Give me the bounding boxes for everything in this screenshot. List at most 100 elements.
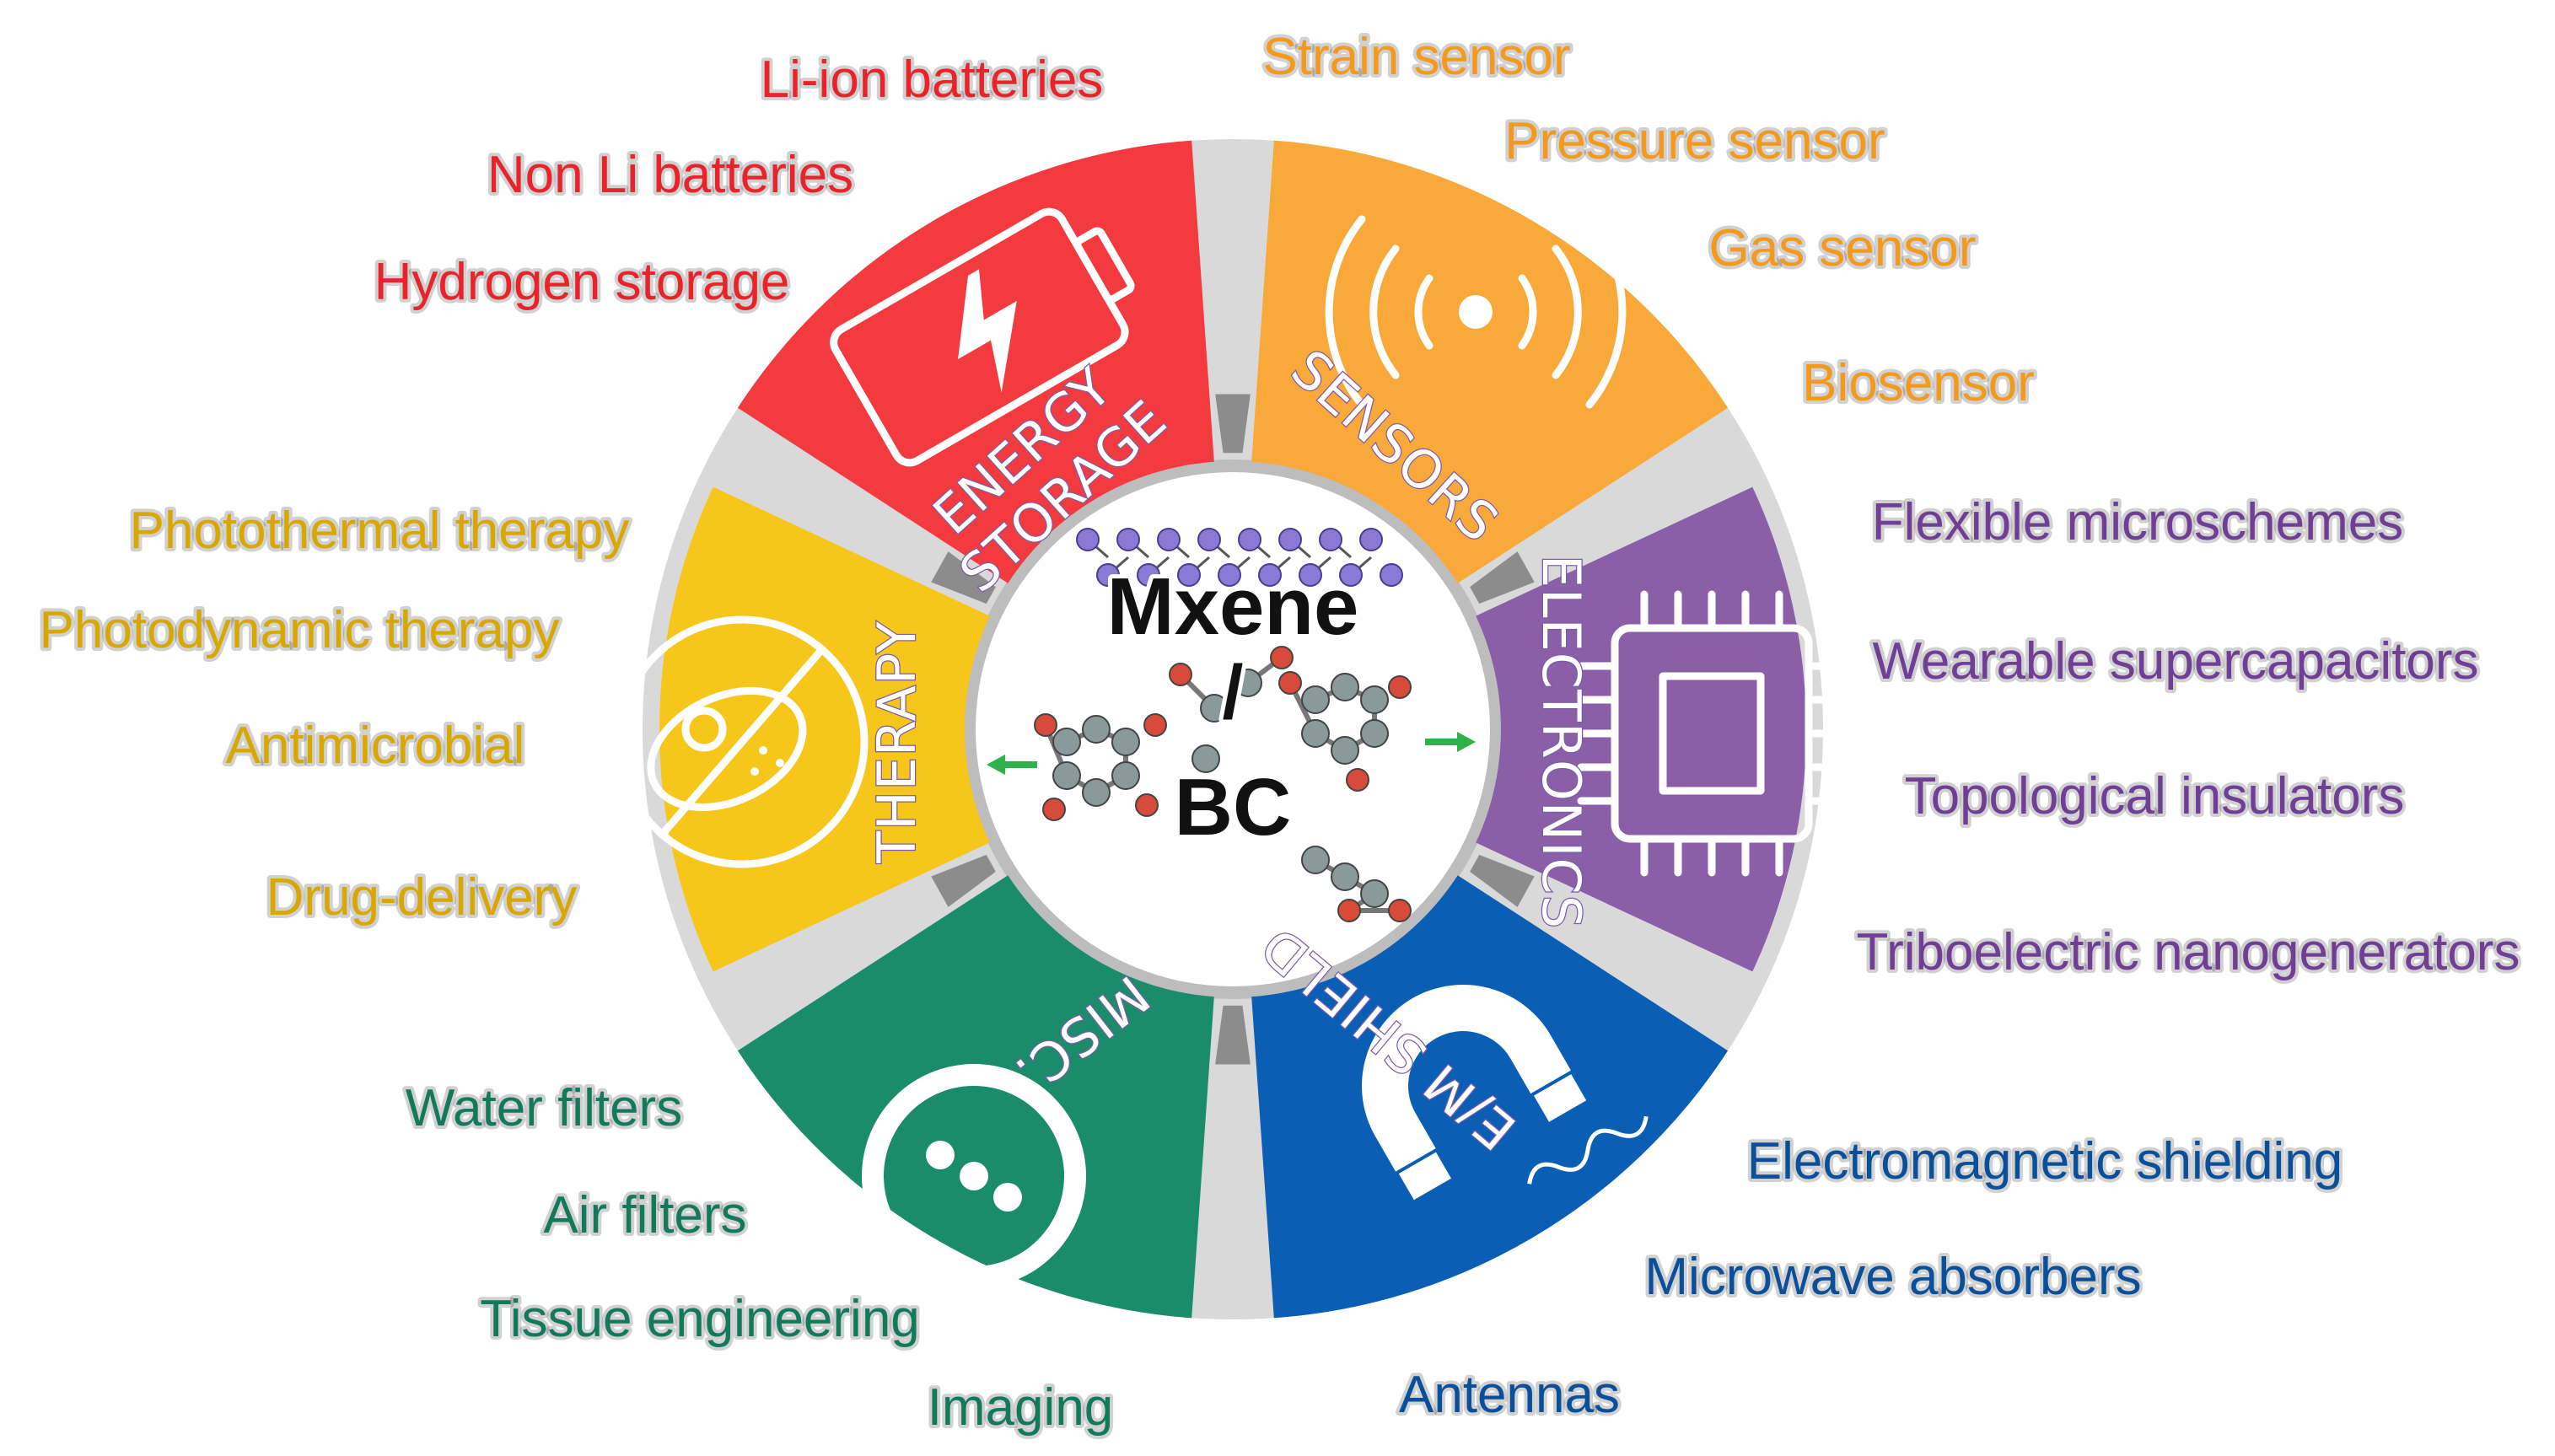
labels-misc: Water filters Air filters Tissue enginee… <box>402 1076 1116 1440</box>
sector-misc <box>737 875 1214 1319</box>
center-title-slash: / <box>1222 651 1243 735</box>
molecule-atom <box>1234 669 1262 697</box>
magnet-icon <box>1362 985 1649 1205</box>
label-biosensor: Biosensor <box>1802 354 2035 412</box>
lattice-atom <box>1197 528 1221 551</box>
molecule-atom <box>1082 715 1111 744</box>
label-pressure-sensor: Pressure sensor <box>1504 112 1885 170</box>
lattice-atom <box>1177 563 1201 587</box>
molecule-atom <box>1360 879 1389 908</box>
molecule-atom <box>1301 719 1330 748</box>
chip-icon <box>1577 590 1847 877</box>
molecule-atom <box>1042 798 1066 821</box>
lattice-atom <box>1238 528 1261 551</box>
lattice-atom <box>1218 563 1241 587</box>
molecule-atom <box>1191 744 1220 773</box>
segment-title-electronics: ELECTRONICS <box>1530 555 1592 929</box>
molecule-atom <box>1360 719 1389 748</box>
molecule-atom <box>1135 793 1159 817</box>
label-topological-insulators: Topological insulators <box>1905 767 2405 825</box>
sector-em <box>1251 875 1729 1319</box>
connector-5 <box>931 551 996 604</box>
sector-group <box>659 140 1806 1319</box>
lattice-atom <box>1076 528 1100 551</box>
expansion-arrow-right <box>1425 732 1476 752</box>
label-non-li-batteries: Non Li batteries <box>487 146 853 204</box>
lattice-atom <box>1380 563 1403 587</box>
center-disc <box>976 472 1490 986</box>
signal-waves-icon <box>1325 215 1627 409</box>
molecule-atom <box>1111 728 1140 756</box>
label-triboelectric-nanogenerators: Triboelectric nanogenerators <box>1857 923 2520 981</box>
molecule-atom <box>1360 685 1389 714</box>
label-strain-sensor: Strain sensor <box>1262 28 1570 86</box>
lattice-atom <box>1319 528 1342 551</box>
connector-0 <box>1215 394 1251 454</box>
molecule-atom <box>1034 713 1057 737</box>
connector-3 <box>1215 1005 1251 1065</box>
molecule-atom <box>1169 663 1192 686</box>
labels-em-shield: Electromagnetic shielding Microwave abso… <box>1396 1129 2346 1427</box>
label-tissue-engineering: Tissue engineering <box>480 1290 920 1348</box>
molecule-atom <box>1388 675 1412 699</box>
molecule-atom <box>1200 694 1229 723</box>
lattice-atom <box>1096 563 1120 587</box>
label-microwave-absorbers: Microwave absorbers <box>1644 1248 2141 1306</box>
lattice-atom <box>1258 563 1282 587</box>
label-drug-delivery: Drug-delivery <box>266 868 578 927</box>
sector-energy <box>737 140 1214 583</box>
lattice-atom <box>1299 563 1322 587</box>
label-flexible-microschemes: Flexible microschemes <box>1872 493 2404 551</box>
connector-2 <box>1470 854 1535 907</box>
molecule-atom <box>1143 713 1167 737</box>
labels-electronics: Flexible microschemes Wearable supercapa… <box>1853 490 2524 985</box>
molecule-atom <box>1111 761 1140 790</box>
molecule-atom <box>1388 899 1412 922</box>
lattice-atom <box>1359 528 1383 551</box>
lattice-atom <box>1157 528 1181 551</box>
molecule-atom <box>1331 673 1359 701</box>
label-electromagnetic-shielding: Electromagnetic shielding <box>1747 1132 2343 1190</box>
lattice-atom <box>1137 563 1160 587</box>
label-photodynamic-therapy: Photodynamic therapy <box>40 601 560 659</box>
label-li-ion-batteries: Li-ion batteries <box>761 51 1104 109</box>
label-antimicrobial: Antimicrobial <box>226 717 525 775</box>
sector-therapy <box>659 486 990 972</box>
mxene-lattice-illustration <box>1076 528 1403 587</box>
expansion-arrow-left <box>987 755 1037 775</box>
center-title-mxene: Mxene <box>1107 561 1359 652</box>
lattice-atom <box>1278 528 1302 551</box>
label-air-filters: Air filters <box>543 1186 746 1244</box>
sector-sensors <box>1251 140 1729 583</box>
label-gas-sensor: Gas sensor <box>1708 219 1976 277</box>
label-wearable-supercapacitors: Wearable supercapacitors <box>1872 632 2478 690</box>
molecule-atom <box>1301 846 1330 874</box>
molecule-atom <box>1337 899 1361 922</box>
molecule-atom <box>1331 862 1359 891</box>
labels-therapy: Photothermal therapy Photodynamic therap… <box>36 498 633 930</box>
molecule-atom <box>1346 768 1369 792</box>
lattice-atom <box>1116 528 1140 551</box>
molecule-atom <box>1052 761 1081 790</box>
labels-energy-storage: Li-ion batteries Non Li batteries Hydrog… <box>371 47 1107 314</box>
center-title-bc: BC <box>1175 762 1292 852</box>
label-imaging: Imaging <box>928 1378 1114 1437</box>
cellulose-molecule-illustration <box>1034 646 1412 922</box>
molecule-atom <box>1082 778 1111 807</box>
label-photothermal-therapy: Photothermal therapy <box>130 502 630 560</box>
molecule-atom <box>1270 646 1294 669</box>
dots-circle-icon <box>862 1064 1086 1288</box>
labels-sensors: Strain sensor Pressure sensor Gas sensor… <box>1259 24 2037 416</box>
battery-icon <box>830 207 1135 467</box>
connector-1 <box>1470 551 1535 604</box>
label-antennas: Antennas <box>1399 1366 1620 1424</box>
molecule-atom <box>1301 685 1330 714</box>
label-water-filters: Water filters <box>406 1079 682 1137</box>
bacteria-icon <box>616 615 869 868</box>
connector-group <box>931 394 1535 1065</box>
molecule-atom <box>1331 736 1359 765</box>
connector-4 <box>931 854 996 907</box>
molecule-atom <box>1278 671 1302 695</box>
label-hydrogen-storage: Hydrogen storage <box>374 253 790 311</box>
